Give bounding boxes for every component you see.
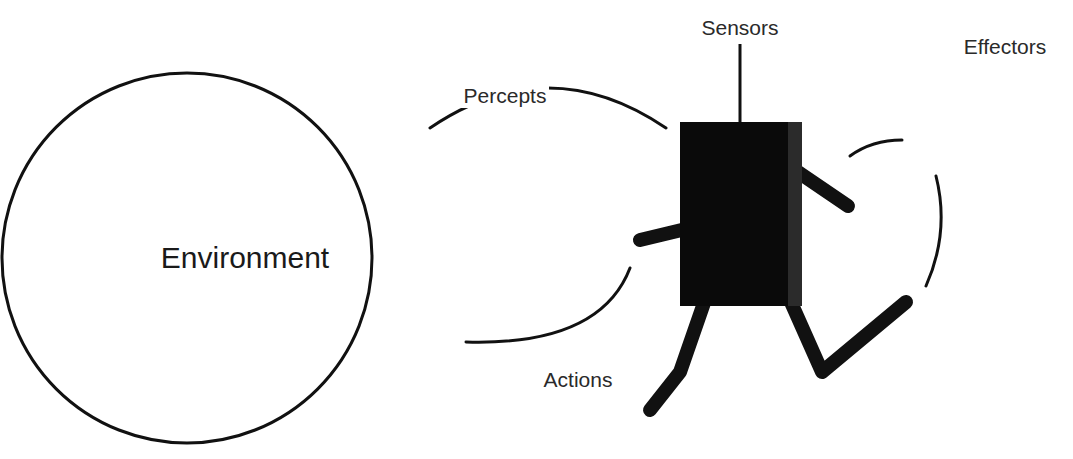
agent-arm	[798, 172, 848, 206]
environment-circle: Environment	[0, 71, 374, 445]
part-label: Sensors	[698, 16, 781, 40]
agent-leg	[650, 300, 705, 410]
agent-leg	[790, 300, 906, 372]
part-label: Actions	[541, 368, 616, 392]
circle-outline	[2, 73, 372, 443]
part-label: Effectors	[961, 35, 1049, 59]
part-label: Percepts	[461, 84, 550, 108]
agent-body-side	[788, 122, 802, 306]
sensor-stalk	[739, 44, 742, 122]
effectors-arc	[850, 140, 902, 156]
node-label: Environment	[161, 241, 329, 276]
actions-arc	[466, 268, 630, 342]
effectors-arc	[926, 176, 941, 286]
agent-body	[680, 122, 802, 306]
